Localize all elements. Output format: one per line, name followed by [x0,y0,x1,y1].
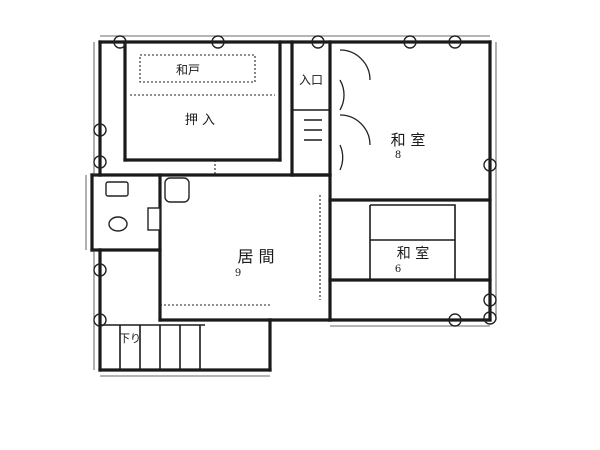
column-marks [93,35,497,327]
label-japanese-room-8-size: 8 [395,150,401,161]
label-closet-top: 和戸 [176,63,200,77]
bathtub [164,177,190,203]
room-labels: 和戸 押 入 入口 和 室 8 居 間 9 和 室 6 下り [119,63,429,345]
stairs [100,324,205,370]
label-japanese-room-8: 和 室 [391,131,426,149]
sink [147,207,161,231]
label-japanese-room-6-size: 6 [395,264,401,275]
label-living-room: 居 間 [237,247,274,266]
label-closet-wide: 押 入 [185,113,215,128]
label-japanese-room-6: 和 室 [397,245,429,262]
label-entry: 入口 [299,73,323,87]
fixtures [105,177,190,232]
outer-walls [90,40,492,372]
label-stair: 下り [119,332,141,345]
toilet-tank [105,181,129,197]
label-living-room-size: 9 [235,268,241,279]
wall-hatching [85,35,497,377]
toilet-bowl [108,216,128,232]
interior-walls [98,40,492,322]
dashed-lines [130,54,321,306]
doors [304,49,371,171]
